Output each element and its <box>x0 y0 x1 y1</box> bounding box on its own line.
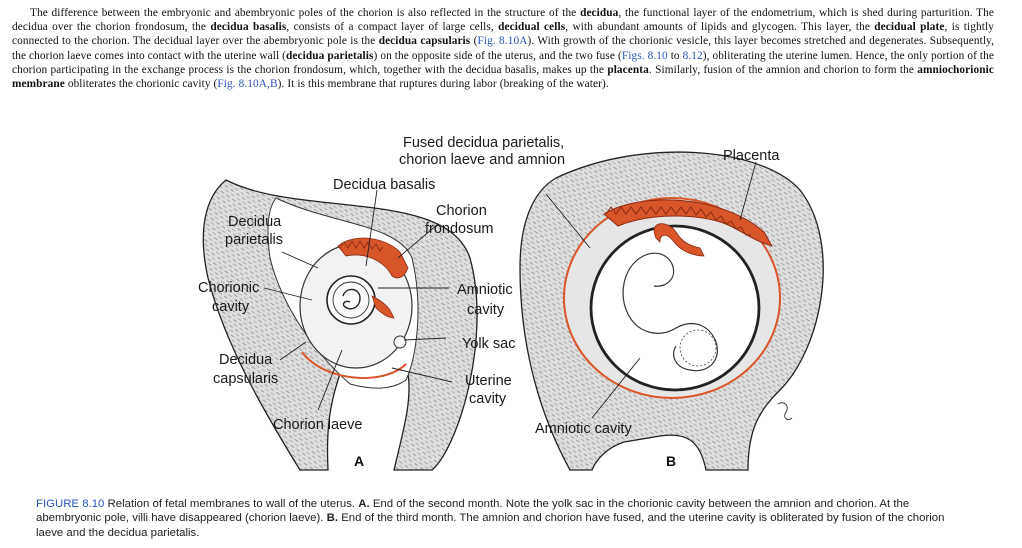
text-run: decidua basalis <box>210 21 287 34</box>
figure-8-10: Decidua basalis Chorion frondosum Decidu… <box>198 135 824 471</box>
label-decidua-basalis: Decidua basalis <box>333 177 435 193</box>
panel-b-illustration: Fused decidua parietalis, chorion laeve … <box>399 135 824 471</box>
text-run: B. <box>326 512 339 525</box>
figure-reference-link[interactable]: Fig. 8.10A,B <box>217 78 278 91</box>
figure-number: FIGURE 8.10 <box>36 498 105 510</box>
decidua-capsularis-a <box>301 351 407 379</box>
placenta-b <box>603 199 774 247</box>
text-run: decidual cells <box>498 21 566 34</box>
chorion-frondosum-villi <box>337 237 409 279</box>
text-run: obliterates the chorionic cavity ( <box>64 78 218 91</box>
text-run: ). It is this membrane that ruptures dur… <box>277 78 609 91</box>
embryo-a <box>342 288 361 310</box>
figure-caption: FIGURE 8.10 Relation of fetal membranes … <box>36 497 966 540</box>
label-decidua-parietalis-1: Decidua <box>228 214 282 230</box>
figure-reference-link[interactable]: Figs. 8.10 <box>621 49 668 62</box>
amniotic-sac-b <box>589 224 761 392</box>
text-run: to <box>667 49 683 62</box>
villi-fringe-a <box>339 240 384 252</box>
text-run: Relation of fetal membranes to wall of t… <box>104 498 359 510</box>
panel-a-illustration: Decidua basalis Chorion frondosum Decidu… <box>198 177 515 471</box>
label-fused-2: chorion laeve and amnion <box>399 152 565 168</box>
text-run: , the functional layer of the endometriu… <box>12 7 994 34</box>
label-amniotic-cavity-2: cavity <box>467 302 505 318</box>
label-placenta: Placenta <box>723 148 780 164</box>
yolk-sac-a <box>393 335 407 349</box>
text-run: decidual plate <box>874 21 945 34</box>
text-run: End of the third month. The amnion and c… <box>36 512 945 539</box>
label-amniotic-cavity-1: Amniotic <box>457 282 513 298</box>
label-decidua-capsularis-1: Decidua <box>219 352 273 368</box>
text-run: A. <box>358 498 370 510</box>
figure-reference-link[interactable]: Fig. 8.10A <box>477 35 528 48</box>
label-uterine-cavity-2: cavity <box>469 391 507 407</box>
label-yolk-sac: Yolk sac <box>462 336 515 352</box>
placenta-villi-b <box>605 206 751 236</box>
label-chorionic-cavity-1: Chorionic <box>198 280 259 296</box>
yolk-sac-b <box>777 402 793 421</box>
fetus-b <box>622 252 718 372</box>
label-decidua-parietalis-2: parietalis <box>225 232 283 248</box>
label-chorion-frondosum-1: Chorion <box>436 203 487 219</box>
label-chorionic-cavity-2: cavity <box>212 299 250 315</box>
text-run: ). With growth of the chorionic vesicle,… <box>12 35 994 62</box>
label-decidua-capsularis-2: capsularis <box>213 371 278 387</box>
text-run: ( <box>470 35 478 48</box>
label-chorion-frondosum-2: frondosum <box>425 221 494 237</box>
label-uterine-cavity-1: Uterine <box>465 373 512 389</box>
amnion-a <box>326 275 376 325</box>
label-fused-1: Fused decidua parietalis, <box>403 135 564 151</box>
text-run: placenta <box>607 63 649 76</box>
text-run: decidua capsularis <box>378 35 471 48</box>
text-run: ) on the opposite side of the uterus, an… <box>373 49 622 62</box>
figure-reference-link[interactable]: 8.12 <box>682 49 703 62</box>
panel-label-a: A <box>354 453 364 469</box>
text-run: The difference between the embryonic and… <box>30 7 581 19</box>
text-run: End of the second month. Note the yolk s… <box>36 498 910 525</box>
text-run: decidua <box>580 7 619 19</box>
panel-label-b: B <box>666 453 676 469</box>
text-run: decidua parietalis <box>286 49 374 62</box>
text-run: , with abundant amounts of lipids and gl… <box>565 21 875 34</box>
umbilical-cord-b <box>653 223 705 257</box>
text-run: amniochorionic membrane <box>12 63 994 91</box>
text-run: ), obliterating the uterine lumen. Hence… <box>12 49 994 76</box>
text-run: , is tightly connected to the chorion. T… <box>12 21 994 48</box>
text-run: , consists of a compact layer of large c… <box>286 21 499 34</box>
connecting-stalk-a <box>371 295 395 319</box>
label-chorion-laeve: Chorion laeve <box>273 417 362 433</box>
body-paragraph: The difference between the embryonic and… <box>12 6 994 91</box>
label-amniotic-cavity-b: Amniotic cavity <box>535 421 632 437</box>
text-run: . Similarly, fusion of the amnion and ch… <box>648 63 918 76</box>
